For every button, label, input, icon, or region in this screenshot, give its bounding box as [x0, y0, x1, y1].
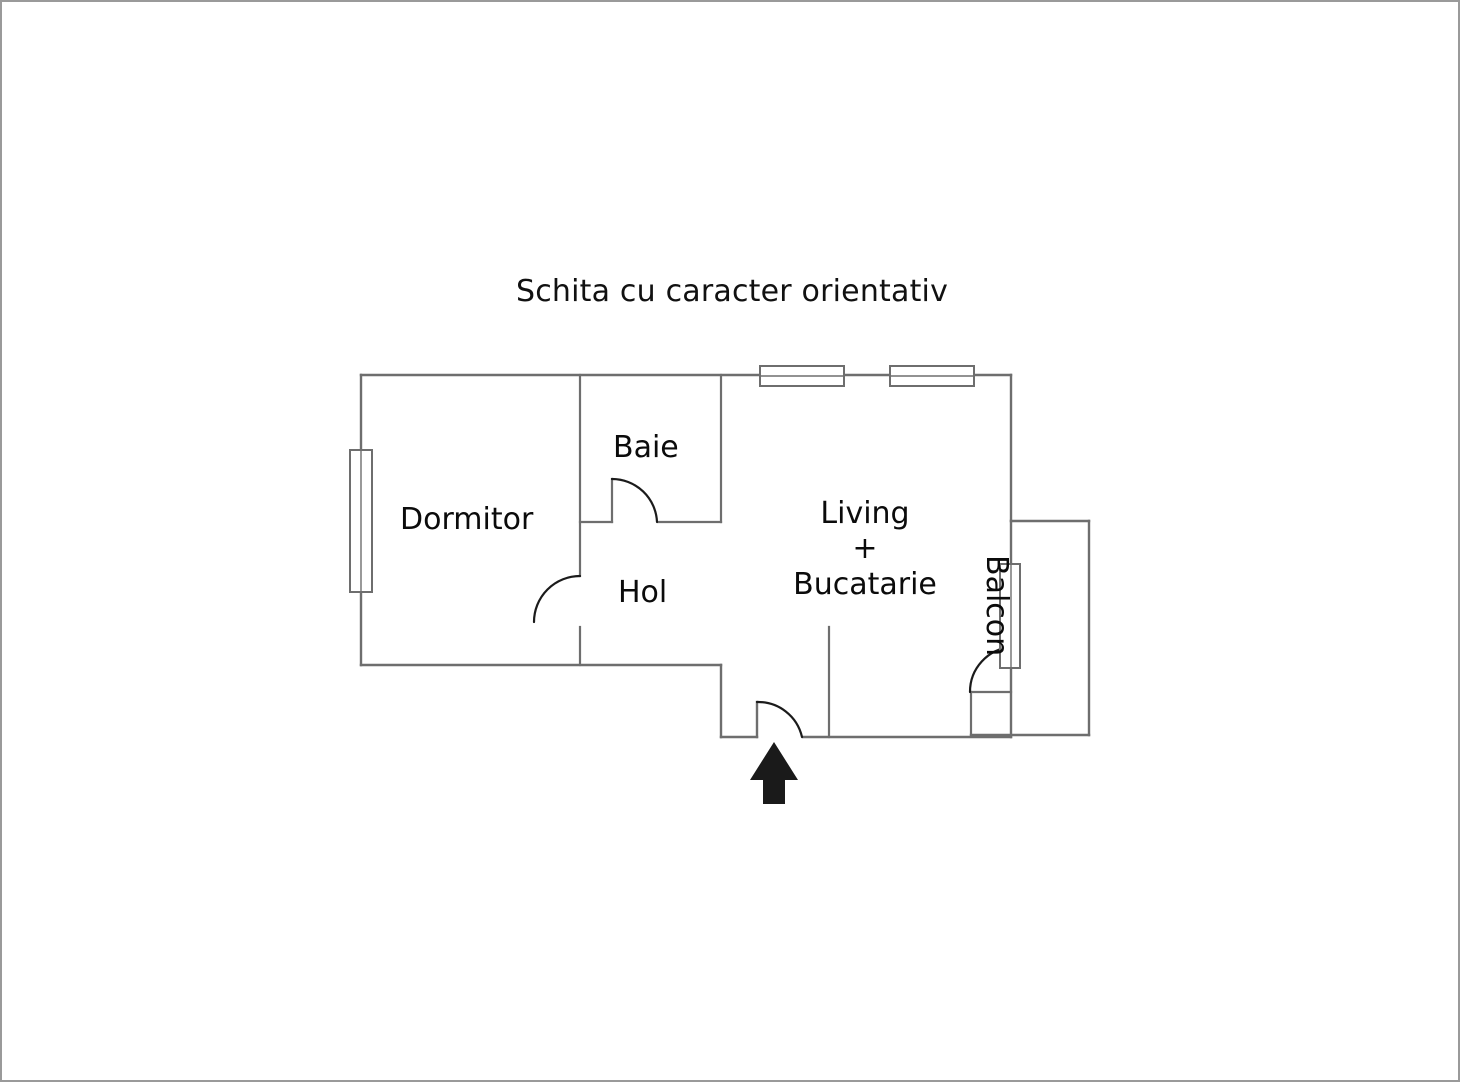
door-arc-baie: [610, 477, 659, 524]
room-label-living-line1: Living: [820, 496, 910, 531]
room-label-living-line3: Bucatarie: [793, 566, 937, 602]
balcony-walls: [969, 519, 1091, 737]
room-label-balcon: Balcon: [979, 555, 1014, 657]
room-label-living-plus: +: [852, 531, 878, 567]
room-label-living-bucatarie: Living + Bucatarie: [770, 496, 960, 602]
room-label-dormitor: Dormitor: [400, 502, 534, 537]
door-arc-entrance: [755, 700, 804, 739]
door-arc-dormitor: [532, 574, 582, 624]
window-center-lines: [360, 375, 1012, 668]
interior-walls: [578, 373, 1013, 739]
room-label-baie: Baie: [613, 430, 679, 465]
window-balcon-west: [999, 563, 1021, 669]
arrow-up-icon: [750, 742, 798, 804]
page-title: Schita cu caracter orientativ: [515, 274, 949, 309]
entrance-arrow-icon: [750, 742, 798, 804]
room-label-hol: Hol: [618, 575, 668, 610]
